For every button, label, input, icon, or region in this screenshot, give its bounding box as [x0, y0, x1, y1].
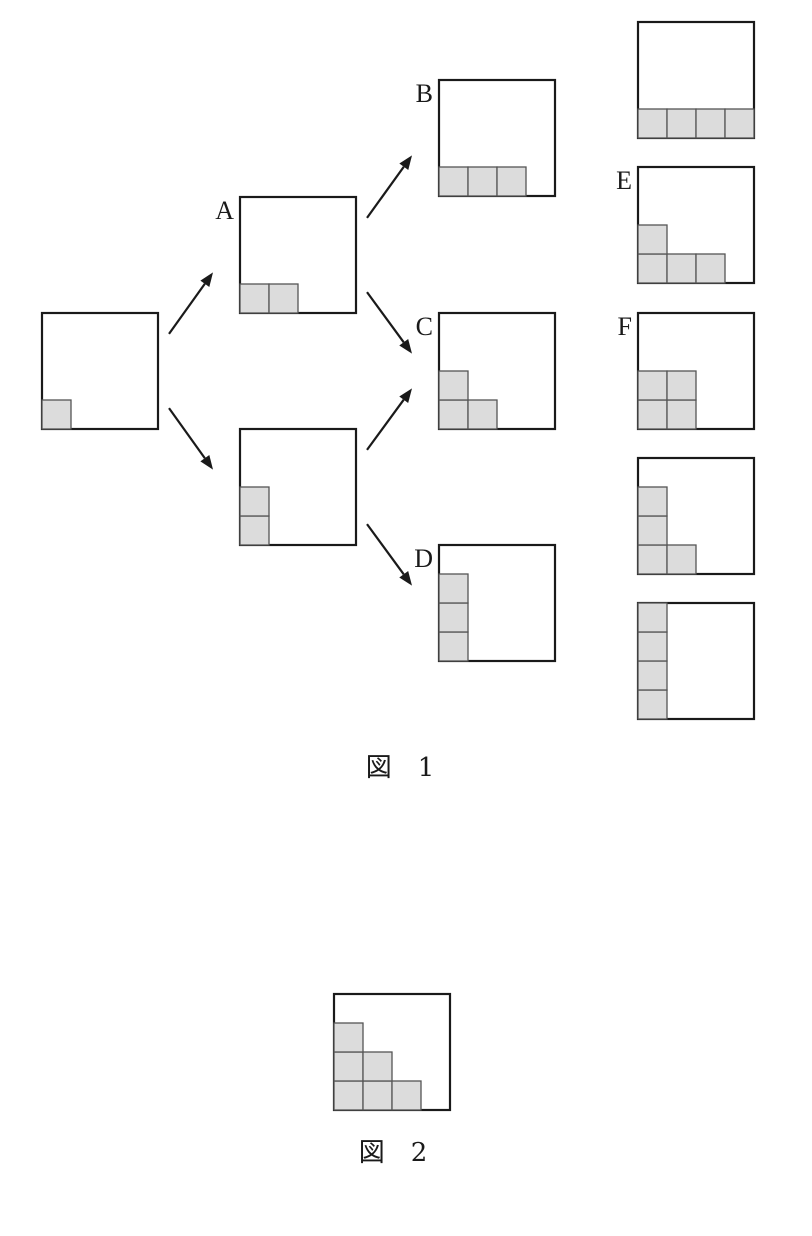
box-unlabeled-2 — [238, 427, 358, 547]
filled-cell — [666, 370, 697, 401]
filled-cell — [637, 544, 668, 575]
filled-cell — [239, 515, 270, 546]
arrow-start-to-unlabeled-2 — [168, 407, 213, 470]
filled-cell — [333, 1051, 364, 1082]
filled-cell — [637, 602, 668, 633]
box-E: E — [616, 165, 756, 285]
box-label-F: F — [618, 312, 632, 341]
filled-cell — [666, 253, 697, 284]
arrow-unlabeled-2-to-D — [366, 523, 412, 586]
arrow-shaft — [366, 166, 405, 219]
arrow-head — [200, 455, 213, 470]
arrow-unlabeled-2-to-C — [366, 388, 412, 451]
arrow-head — [399, 339, 412, 354]
filled-cell — [333, 1080, 364, 1111]
filled-cell — [333, 1022, 364, 1053]
box-F: F — [618, 311, 756, 431]
box-label-D: D — [414, 544, 433, 573]
box-A: A — [215, 195, 358, 315]
filled-cell — [666, 544, 697, 575]
filled-cell — [438, 573, 469, 604]
box-col4-4 — [636, 456, 756, 576]
box-col4-1 — [636, 20, 756, 140]
filled-cell — [41, 399, 72, 430]
arrow-head — [399, 571, 412, 586]
filled-cell — [467, 399, 498, 430]
figure-1-caption: 図 1 — [366, 753, 435, 783]
arrow-head — [399, 155, 412, 170]
arrow-head — [399, 388, 412, 403]
box-label-B: B — [416, 79, 433, 108]
filled-cell — [637, 486, 668, 517]
arrow-start-to-A — [168, 272, 213, 335]
filled-cell — [695, 108, 726, 139]
filled-cell — [637, 399, 668, 430]
filled-cell — [496, 166, 527, 197]
arrow-shaft — [366, 291, 405, 343]
arrow-A-to-B — [366, 155, 412, 219]
box-C: C — [416, 311, 557, 431]
filled-cell — [362, 1080, 393, 1111]
filled-cell — [438, 602, 469, 633]
filled-cell — [637, 224, 668, 255]
filled-cell — [438, 166, 469, 197]
arrow-A-to-C — [366, 291, 412, 354]
filled-cell — [637, 370, 668, 401]
figure-2-caption: 図 2 — [359, 1138, 428, 1168]
boxes-layer: A B C D E F — [40, 20, 756, 1112]
arrow-shaft — [168, 283, 206, 335]
arrows-layer — [168, 155, 412, 586]
filled-cell — [362, 1051, 393, 1082]
arrow-shaft — [366, 399, 405, 451]
box-label-E: E — [616, 166, 632, 195]
box-col4-5 — [636, 601, 756, 721]
filled-cell — [467, 166, 498, 197]
filled-cell — [637, 689, 668, 720]
filled-cell — [637, 253, 668, 284]
filled-cell — [695, 253, 726, 284]
filled-cell — [438, 399, 469, 430]
box-start — [40, 311, 160, 431]
filled-cell — [637, 660, 668, 691]
box-D: D — [414, 543, 557, 663]
box-B: B — [416, 78, 557, 198]
filled-cell — [724, 108, 755, 139]
filled-cell — [637, 108, 668, 139]
filled-cell — [239, 486, 270, 517]
filled-cell — [637, 515, 668, 546]
box-label-C: C — [416, 312, 433, 341]
arrow-shaft — [168, 407, 206, 459]
filled-cell — [438, 370, 469, 401]
arrow-shaft — [366, 523, 405, 575]
filled-cell — [268, 283, 299, 314]
filled-cell — [239, 283, 270, 314]
filled-cell — [666, 108, 697, 139]
box-label-A: A — [215, 196, 234, 225]
filled-cell — [637, 631, 668, 662]
filled-cell — [391, 1080, 422, 1111]
filled-cell — [666, 399, 697, 430]
filled-cell — [438, 631, 469, 662]
arrow-head — [200, 272, 213, 287]
box-fig2 — [332, 992, 452, 1112]
